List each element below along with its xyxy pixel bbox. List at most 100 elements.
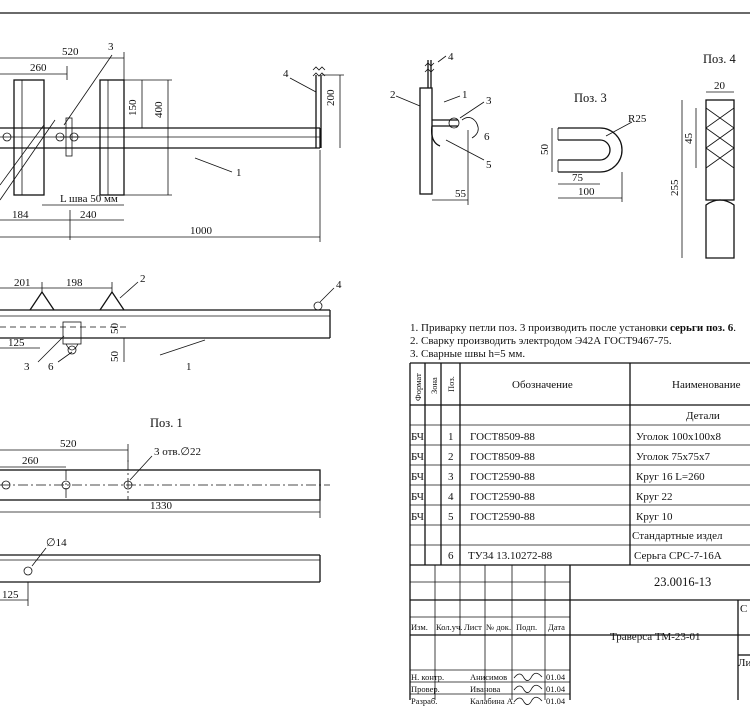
- spec-row-designation: ГОСТ2590-88: [470, 491, 535, 503]
- callout-side-1: 1: [462, 89, 468, 101]
- spec-section-details: Детали: [686, 410, 720, 422]
- detail-pos-4: Поз. 4 20 45 255: [669, 52, 736, 259]
- callout-top-1: 1: [236, 167, 242, 179]
- spec-standard-rows: 6 ТУ34 13.10272-88 Серьга СРС-7-16А: [448, 550, 722, 562]
- note-2: 2. Сварку производить электродом Э42А ГО…: [410, 335, 672, 347]
- drawing-name: Траверса ТМ-23-01: [610, 631, 701, 643]
- spec-std-designation: ТУ34 13.10272-88: [468, 550, 553, 562]
- note-3: 3. Сварные швы h=5 мм.: [410, 348, 525, 360]
- dim-weld-length: L шва 50 мм: [60, 193, 118, 205]
- pos3-title: Поз. 3: [574, 91, 607, 105]
- spec-std-name: Серьга СРС-7-16А: [634, 550, 722, 562]
- person-name: Иванова: [470, 684, 501, 694]
- callout-front-2: 2: [140, 273, 146, 285]
- spec-row-designation: ГОСТ2590-88: [470, 511, 535, 523]
- signature-mark: [513, 696, 543, 705]
- dim-top-1000: 1000: [190, 225, 213, 237]
- title-block-header: Лист: [464, 622, 482, 632]
- pos3-dim-r25: R25: [628, 113, 647, 125]
- title-block-header: Изм.: [411, 622, 428, 632]
- pos1-dim-d14: ∅14: [46, 537, 67, 549]
- pos4-dim-20: 20: [714, 80, 726, 92]
- spec-header-format: Формат: [413, 373, 423, 401]
- note-1: 1. Приварку петли поз. 3 производить пос…: [410, 322, 736, 334]
- spec-table: Формат Зона Поз. Обозначение Наименовани…: [409, 362, 750, 700]
- sheet-stub-1: С: [740, 603, 747, 615]
- callout-front-6: 6: [48, 361, 54, 373]
- spec-header-pos: Поз.: [446, 376, 456, 392]
- dim-front-125: 125: [8, 337, 25, 349]
- callout-front-1: 1: [186, 361, 192, 373]
- pos1-dim-1330: 1330: [150, 500, 173, 512]
- spec-row-designation: ГОСТ8509-88: [470, 431, 535, 443]
- spec-row-pos: 5: [448, 511, 454, 523]
- title-block-header: № док.: [486, 622, 511, 632]
- spec-row-name: Круг 10: [636, 511, 673, 523]
- spec-row-format: БЧ: [411, 471, 424, 483]
- pos3-dim-50: 50: [539, 144, 551, 156]
- spec-row-pos: 2: [448, 451, 454, 463]
- dim-top-260: 260: [30, 62, 47, 74]
- side-view: 55 4 2 1 3 6 5: [390, 51, 492, 205]
- signature-mark: [513, 684, 543, 693]
- spec-row-designation: ГОСТ2590-88: [470, 471, 535, 483]
- dim-front-198: 198: [66, 277, 83, 289]
- callout-front-3: 3: [24, 361, 30, 373]
- callout-side-5: 5: [486, 159, 492, 171]
- dim-top-400: 400: [153, 101, 165, 118]
- spec-std-pos: 6: [448, 550, 454, 562]
- signature-mark: [513, 672, 543, 681]
- spec-row-designation: ГОСТ8509-88: [470, 451, 535, 463]
- spec-section-standard: Стандартные издел: [632, 530, 723, 542]
- spec-row-format: БЧ: [411, 491, 424, 503]
- spec-header-designation: Обозначение: [512, 379, 573, 391]
- dim-top-200: 200: [325, 89, 337, 106]
- dim-front-201: 201: [14, 277, 31, 289]
- front-view: 201 198 125 50 50 2 4 3 6 1: [0, 273, 342, 373]
- pos1-title: Поз. 1: [150, 416, 183, 430]
- person-role: Провер.: [411, 684, 440, 694]
- title-block-header: Подп.: [516, 622, 537, 632]
- spec-row-name: Уголок 100х100х8: [636, 431, 721, 443]
- spec-header-name: Наименование: [672, 379, 741, 391]
- dim-top-150: 150: [127, 99, 139, 116]
- person-date: 01.04: [546, 672, 566, 682]
- callout-top-4: 4: [283, 68, 289, 80]
- callout-side-3: 3: [486, 95, 492, 107]
- title-block-header: Дата: [548, 622, 565, 632]
- pos1-dim-125: 125: [2, 589, 19, 601]
- dim-top-520: 520: [62, 46, 79, 58]
- pos4-dim-45: 45: [683, 133, 695, 145]
- spec-row-name: Круг 22: [636, 491, 672, 503]
- person-date: 01.04: [546, 684, 566, 694]
- pos1-dim-holes: 3 отв.∅22: [154, 446, 201, 458]
- pos3-dim-75: 75: [572, 172, 584, 184]
- spec-row-pos: 3: [448, 471, 454, 483]
- person-date: 01.04: [546, 696, 566, 706]
- detail-pos-3: Поз. 3 R25 50 75 100: [539, 91, 647, 202]
- spec-header-zone: Зона: [429, 377, 439, 394]
- pos1-dim-520: 520: [60, 438, 77, 450]
- person-role: Н. контр.: [411, 672, 444, 682]
- pos4-dim-255: 255: [669, 179, 681, 196]
- drawing-designation: 23.0016-13: [654, 575, 711, 589]
- spec-row-pos: 1: [448, 431, 454, 443]
- callout-side-6: 6: [484, 131, 490, 143]
- technical-notes: 1. Приварку петли поз. 3 производить пос…: [410, 322, 736, 360]
- pos4-title: Поз. 4: [703, 52, 736, 66]
- pos1-dim-260: 260: [22, 455, 39, 467]
- detail-pos-1: Поз. 1 520 260 3 отв.∅22 1330 ∅14 125: [0, 416, 330, 606]
- person-role: Разраб.: [411, 696, 437, 706]
- spec-row-format: БЧ: [411, 511, 424, 523]
- callout-top-3: 3: [108, 41, 114, 53]
- dim-front-50a: 50: [109, 323, 121, 335]
- top-view: 520 260 150 400 200 L шва 50 мм 184 240 …: [0, 41, 344, 242]
- spec-row-format: БЧ: [411, 431, 424, 443]
- dim-top-184: 184: [12, 209, 29, 221]
- spec-row-pos: 4: [448, 491, 454, 503]
